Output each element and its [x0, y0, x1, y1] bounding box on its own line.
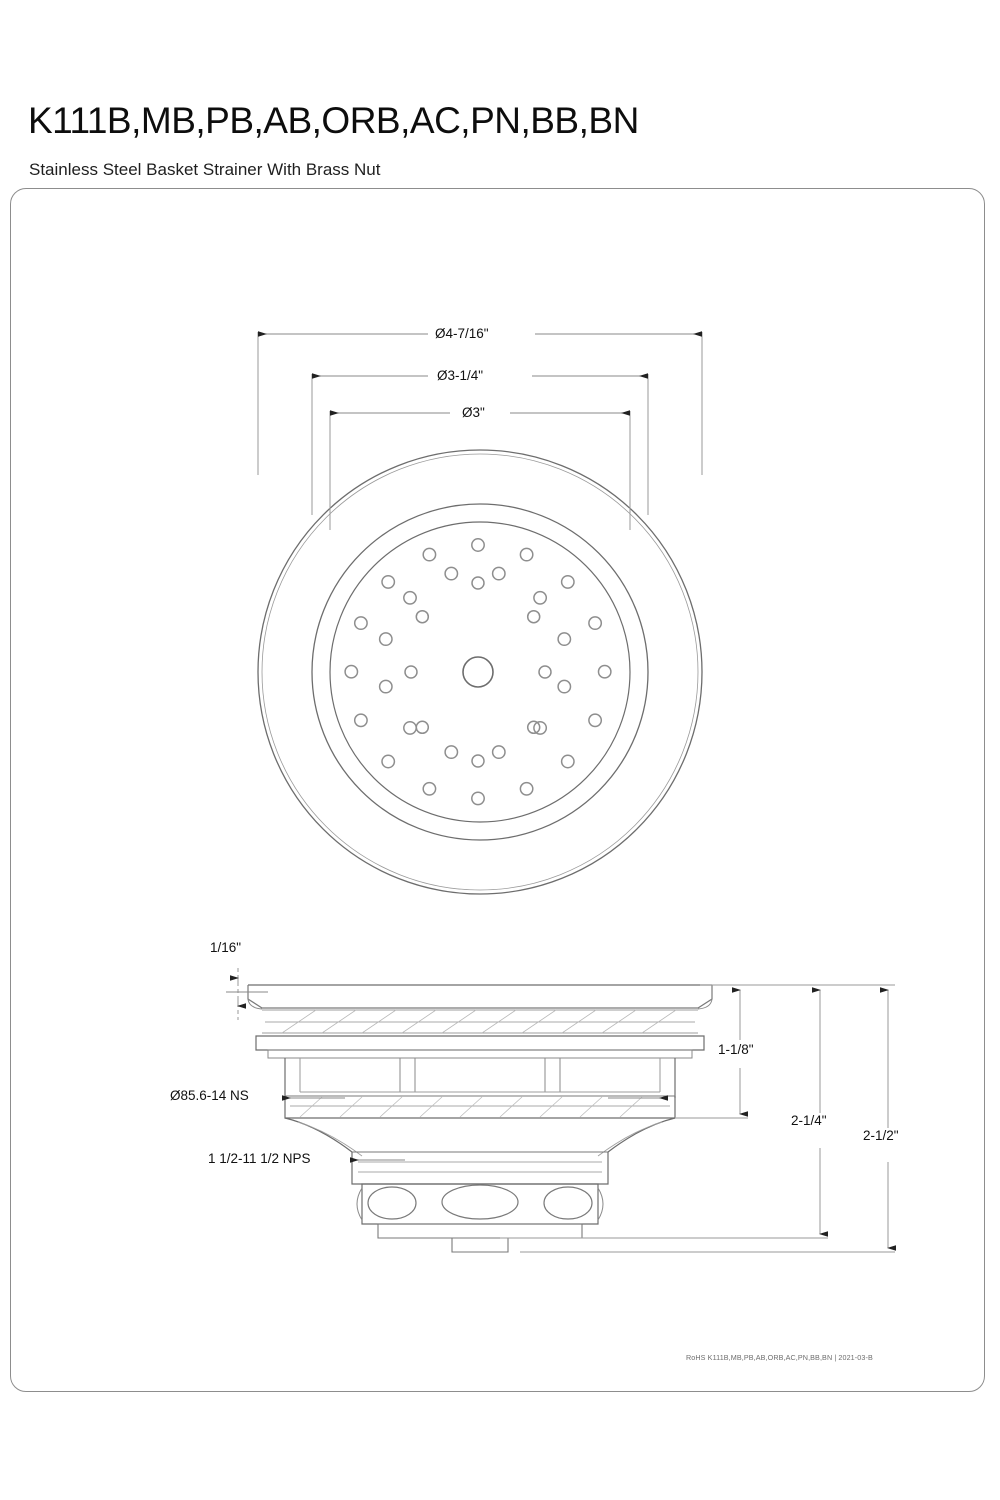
dim-label-inner-diameter: Ø3": [459, 405, 488, 420]
flange-plate: [255, 1035, 705, 1051]
left-callout-leaders: [282, 1095, 668, 1163]
thread-hatching: [299, 1096, 643, 1118]
dish-hatching: [281, 1009, 677, 1034]
footer-revision-note: RoHS K111B,MB,PB,AB,ORB,AC,PN,BB,BN | 20…: [686, 1353, 873, 1362]
top-view-dimension-lines: [257, 332, 703, 530]
perforation-ring-middle: [378, 566, 572, 760]
nut-lug-right: [543, 1186, 593, 1220]
sheet-border: [10, 188, 985, 1392]
section-view-strainer-body: [247, 984, 713, 1253]
thread-collar-profile: [284, 1096, 676, 1119]
dim-label-flange-height: 1-1/8": [715, 1042, 757, 1057]
brass-nut-body: [361, 1183, 599, 1225]
nut-bottom-boss: [451, 1237, 509, 1253]
outer-rim-inner-circle: [261, 453, 699, 891]
dim-label-rim-thickness: 1/16": [207, 940, 245, 955]
dim-label-thread-tailpiece: 1 1/2-11 1/2 NPS: [205, 1151, 314, 1166]
outer-rim-circle: [257, 449, 703, 895]
nut-base-step: [377, 1223, 583, 1239]
rim-thickness-dimension: [226, 968, 268, 1020]
taper-right: [607, 1117, 676, 1153]
page-title: K111B,MB,PB,AB,ORB,AC,PN,BB,BN: [28, 100, 639, 141]
inner-face-circle: [329, 521, 631, 823]
right-vertical-dimensions: [500, 984, 896, 1253]
center-hole: [462, 656, 494, 688]
taper-left: [284, 1117, 353, 1153]
dim-label-outer-diameter: Ø4-7/16": [432, 326, 492, 341]
dim-label-thread-nut: Ø85.6-14 NS: [167, 1088, 252, 1103]
dim-label-middle-diameter: Ø3-1/4": [434, 368, 487, 383]
tailpiece-profile: [351, 1152, 609, 1185]
flange-plate-step: [267, 1049, 693, 1059]
top-view-strainer-face: [257, 449, 703, 895]
perforation-ring-outer: [344, 538, 612, 806]
page-subtitle: Stainless Steel Basket Strainer With Bra…: [29, 160, 381, 179]
rim-outer-profile: [247, 985, 713, 1009]
dim-label-body-height: 2-1/4": [788, 1113, 830, 1128]
top-view-dimension-arrows: [258, 331, 702, 416]
nut-lug-left: [367, 1186, 417, 1220]
perforation-ring-inner: [404, 576, 552, 768]
interior-ribs: [399, 1058, 561, 1092]
middle-bowl-circle: [311, 503, 649, 841]
nut-lug-center: [441, 1184, 519, 1220]
dim-label-overall-height: 2-1/2": [860, 1128, 902, 1143]
